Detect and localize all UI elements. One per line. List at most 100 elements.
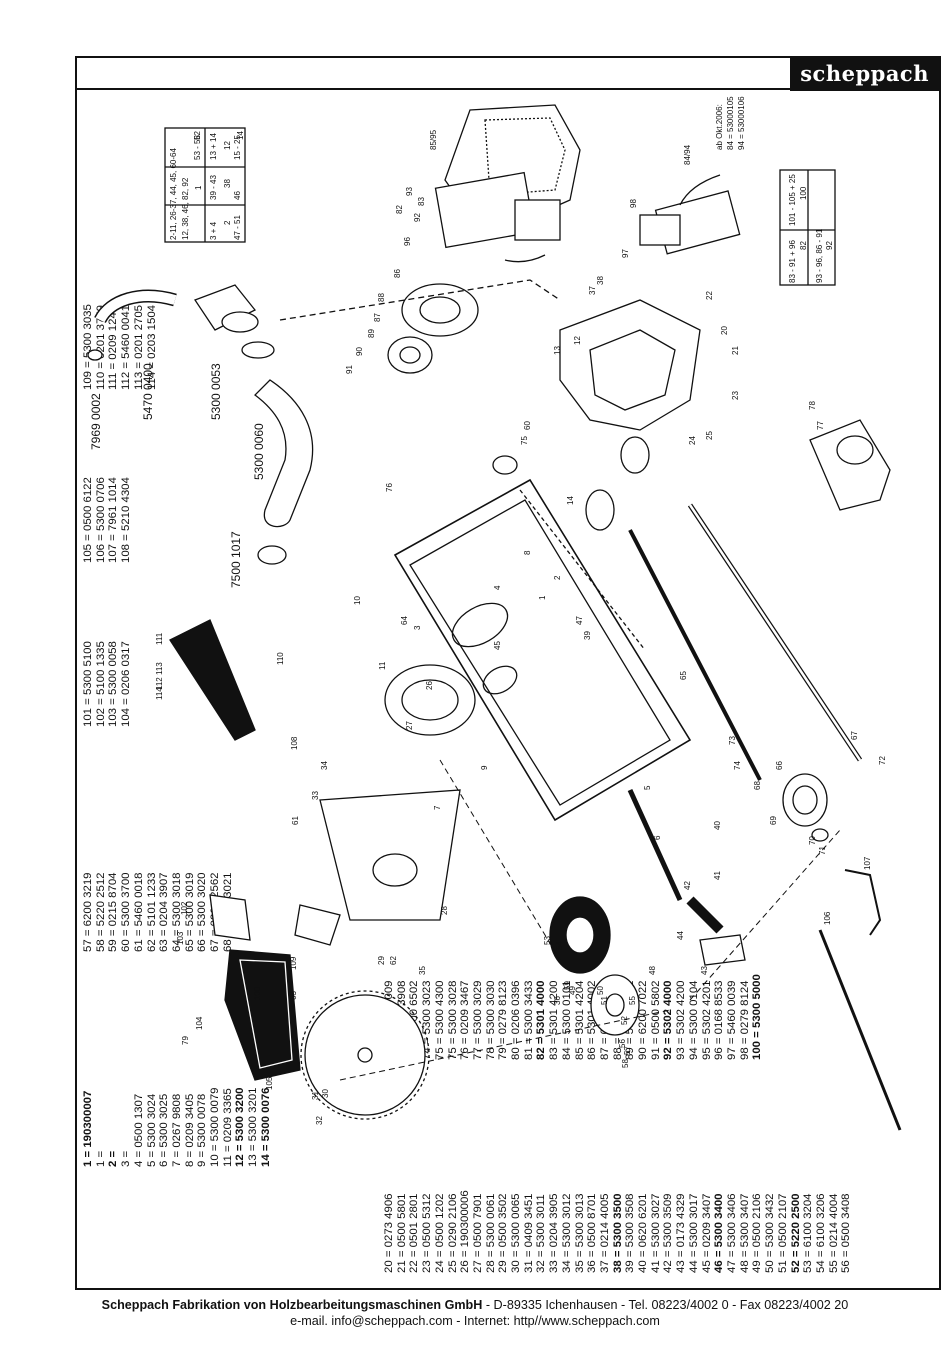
callout-number: 52 [620,1016,629,1025]
motor-label: 82 [395,205,404,214]
callout-number: 109 [289,956,298,970]
callout-number: 6 [653,835,662,840]
table-cell: 14 [236,131,245,140]
callout-number: 32 [315,1116,324,1125]
callout-number: 60 [523,421,532,430]
switch-label: 94 = 53000106 [737,96,746,150]
table-cell: 82 [799,241,808,250]
callout-number: 27 [405,721,414,730]
dust-port [809,419,891,511]
callout-number: 68 [753,781,762,790]
motor-label: 96 [403,237,412,246]
company-name: Scheppach Fabrikation von Holzbearbeitun… [101,1298,483,1312]
callout-number: 13 [553,346,562,355]
callout-number: 77 [816,421,825,430]
callout-number: 107 [863,856,872,870]
table-cell: 2 [223,220,232,225]
table-cell: 83 - 91 + 96 [788,240,797,283]
callout-number: 41 [713,871,722,880]
motor-label: 83 [417,197,426,206]
scheppach-logo: scheppach [790,58,939,91]
callout-number: 63 [289,991,298,1000]
dust-hose-assembly [87,284,314,565]
table-cell: 100 [799,186,808,200]
callout-number: 44 [676,931,685,940]
callout-number: 42 [683,881,692,890]
callout-number: 76 [385,483,394,492]
switch-label: ab Okt.2006: [715,104,724,150]
callout-numbers: 1234567891011121314202122232425262728293… [155,276,887,1125]
callout-number: 43 [700,966,709,975]
table-cell: 38 [223,179,232,188]
callout-number: 28 [440,906,449,915]
callout-number: 49 [568,986,577,995]
assembly-leaders [339,759,841,1081]
motor [434,104,581,263]
saw-blade [300,990,430,1120]
hose-label: 5300 0060 [252,423,266,480]
callout-number: 10 [353,596,362,605]
table-cell: 12, 38, 46, 82, 92 [181,177,190,240]
motor-label: 87 [373,313,382,322]
gearbox-housing [279,279,701,431]
callout-number: 29 [377,956,386,965]
callout-number: 20 [720,326,729,335]
table-cell: 52 [193,131,202,140]
callout-number: 1 [538,595,547,600]
callout-number: 58 [621,1059,630,1068]
switch-label: 97 [621,249,630,258]
motor-label: 89 [367,329,376,338]
callout-number: 75 [520,436,529,445]
callout-number: 8 [523,550,532,555]
callout-number: 34 [320,761,329,770]
callout-number: 65 [679,671,688,680]
callout-number: 26 [425,681,434,690]
callout-number: 38 [596,276,605,285]
hose-label: 5470 0400 [141,363,155,420]
callout-number: 67 [850,731,859,740]
header-rule [77,88,939,90]
callout-number: 22 [705,291,714,300]
table-cell: 53 - 58 [193,135,202,160]
motor-label: 85/95 [429,129,438,150]
motor-labels: 85/95 93 82 92 83 96 86 88 87 89 90 91 [345,129,438,374]
callout-number: 72 [878,756,887,765]
callout-number: 56 [618,1039,627,1048]
callout-number: 31 [311,1091,320,1100]
drive-pulleys [492,436,650,531]
callout-number: 64 [400,616,409,625]
callout-number: 36 [553,996,562,1005]
callout-number: 12 [573,336,582,345]
motor-label: 93 [405,187,414,196]
callout-number: 33 [311,791,320,800]
table-cell: 93 - 96, 86 - 91 [815,228,824,283]
callout-number: 53 [543,936,552,945]
callout-number: 45 [493,641,502,650]
callout-number: 104 [195,1016,204,1030]
table-cell: 47 - 51 [233,215,242,240]
callout-number: 103 [176,931,185,945]
motor-label: 86 [393,269,402,278]
motor-label: 88 [377,293,386,302]
flange-ring [384,664,476,736]
callout-number: 112 [155,677,164,690]
blade-guard [224,949,301,1081]
callout-number: 4 [493,585,502,590]
assembly-table-text: 2-11, 26-37, 44, 45, 60-64 12, 38, 46, 8… [169,131,834,283]
switch-label: 84 = 53000105 [726,96,735,150]
table-cell: 92 [825,241,834,250]
motor-label: 92 [413,213,422,222]
callout-number: 105 [265,1076,274,1090]
assembly-table2 [779,169,836,286]
callout-number: 48 [648,966,657,975]
callout-number: 69 [769,816,778,825]
callout-number: 108 [290,736,299,750]
table-cell: 2-11, 26-37, 44, 45, 60-64 [169,148,178,240]
callout-number: 21 [731,346,740,355]
motor-label: 91 [345,365,354,374]
table-cell: 101 - 105 + 25 [788,174,797,226]
assembly-table [164,127,246,243]
callout-number: 106 [823,911,832,925]
callout-number: 2 [553,575,562,580]
callout-number: 114 [155,687,164,700]
